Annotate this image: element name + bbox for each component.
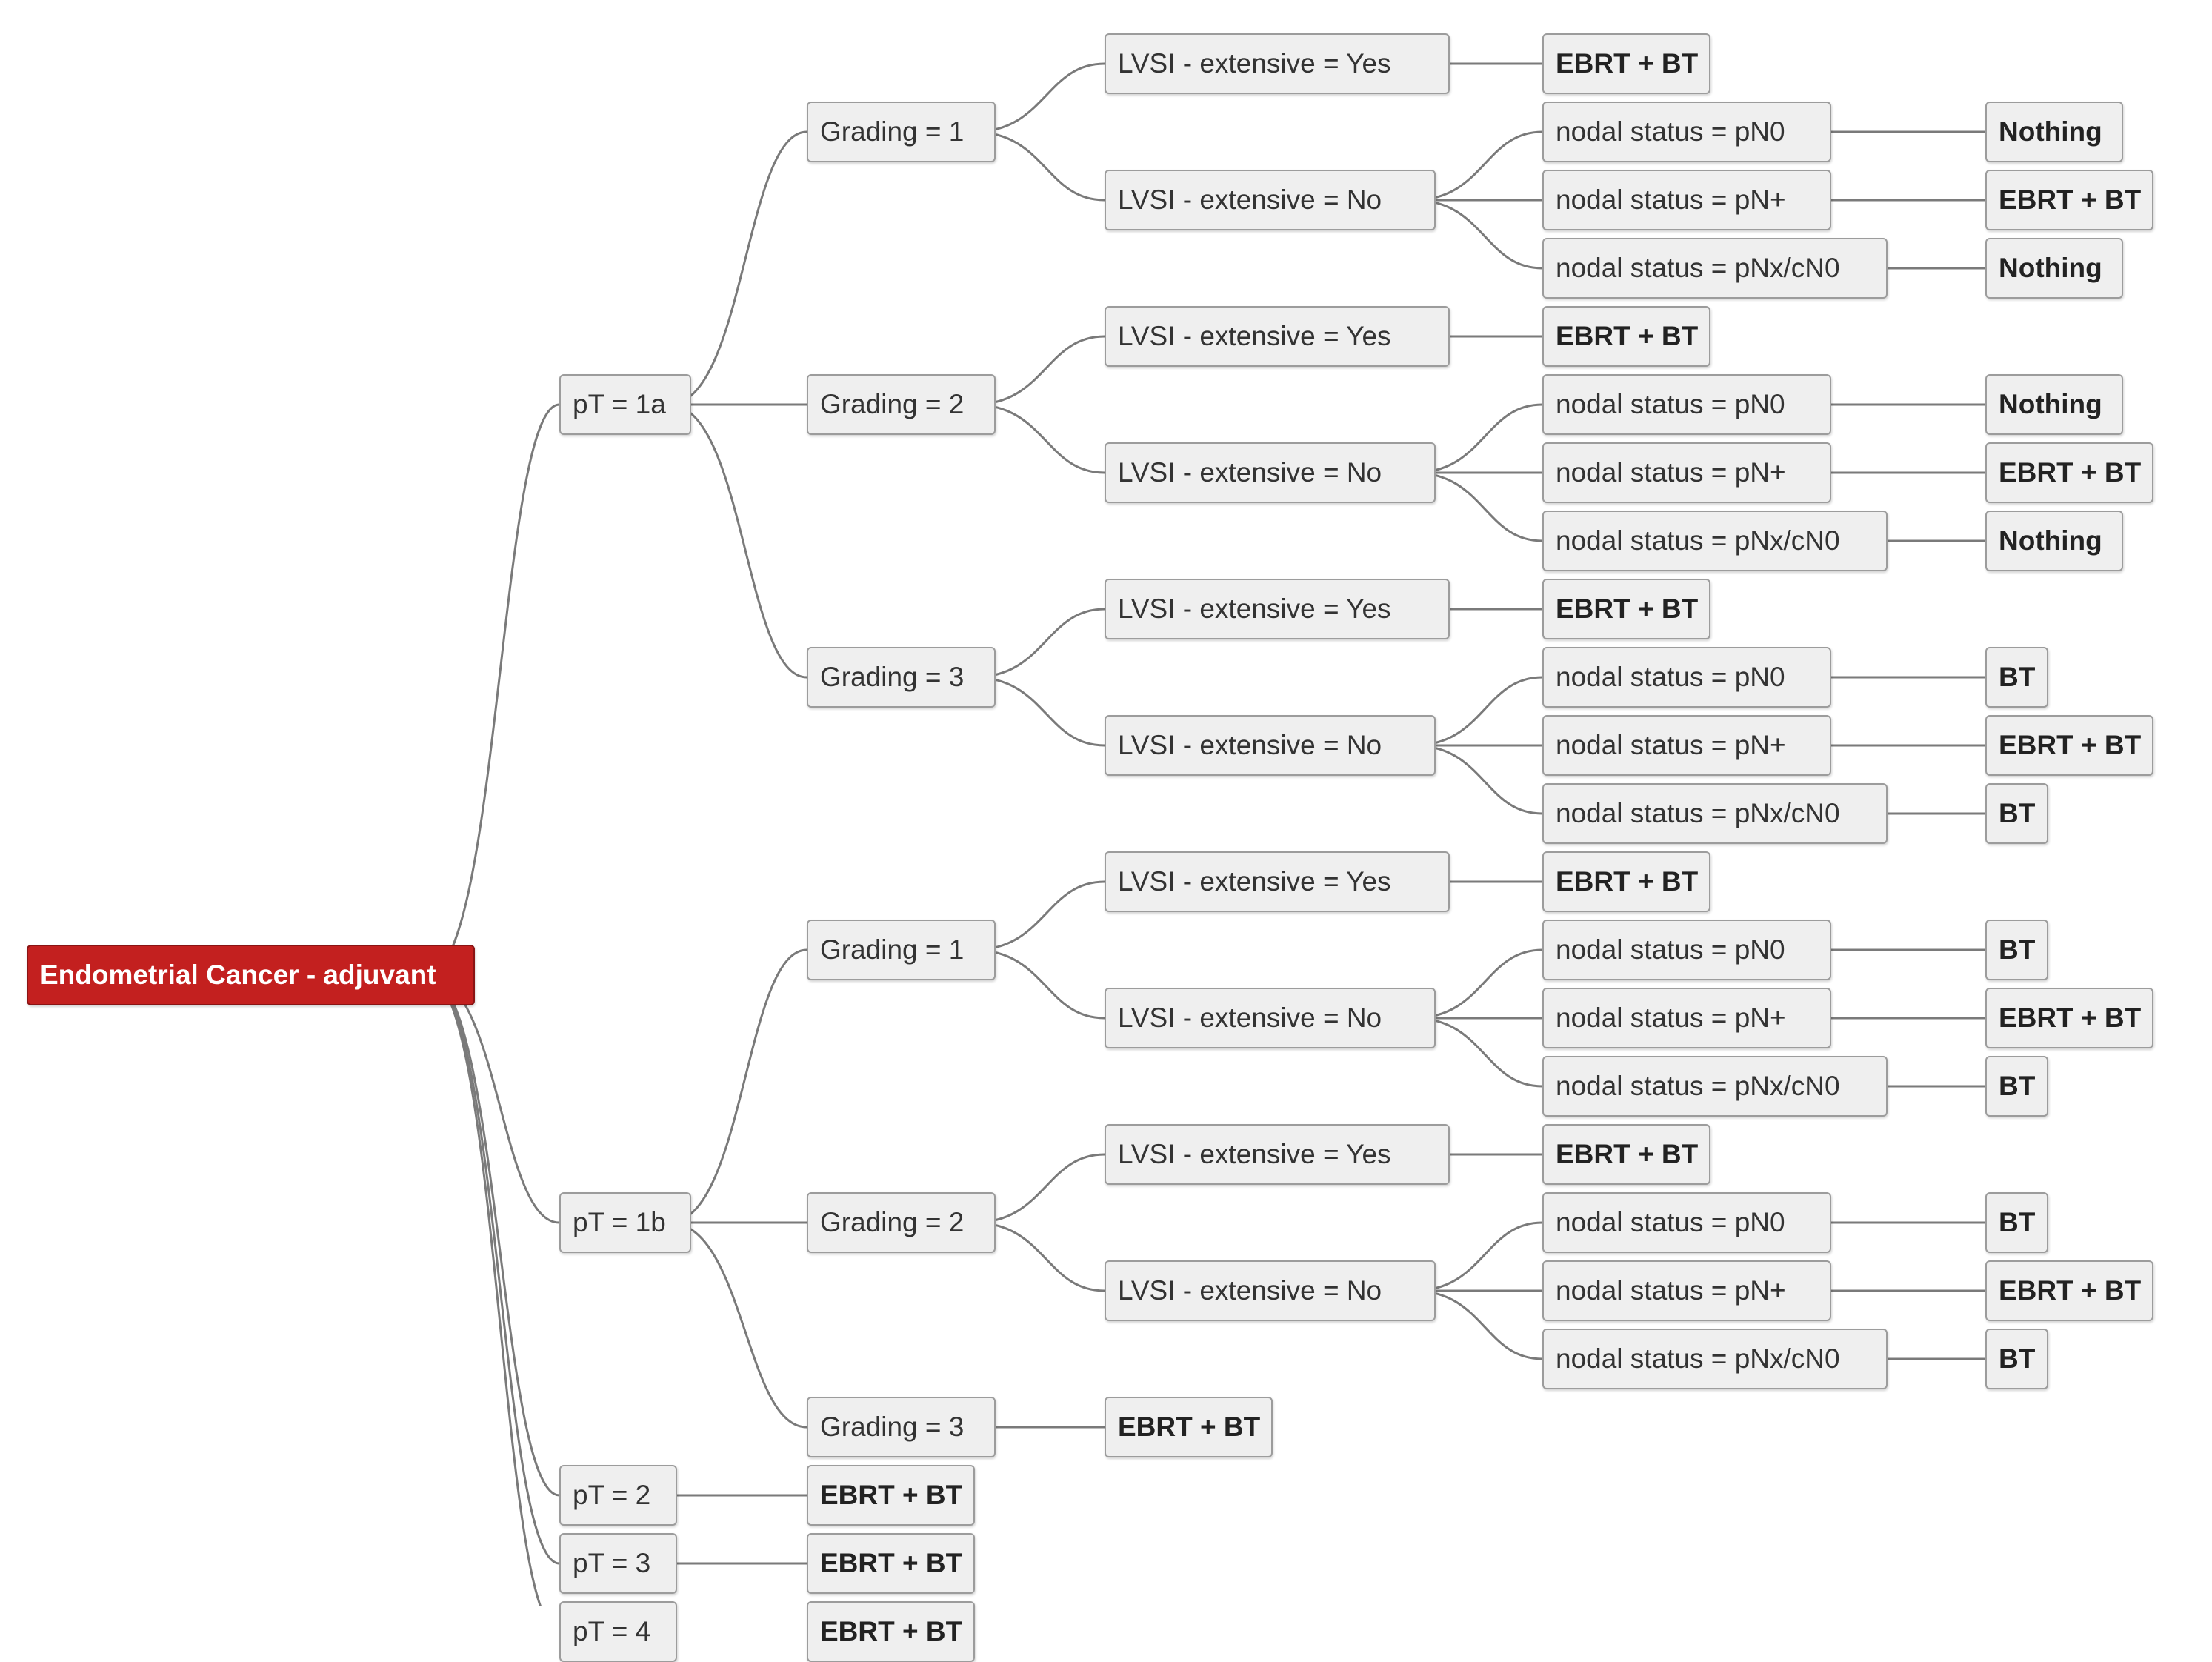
tree-edge: [973, 880, 1105, 951]
criterion-node-grading-2: Grading = 2: [807, 1192, 996, 1253]
tree-edge: [1413, 948, 1543, 1020]
result-node-ebrt-bt: EBRT + BT: [1985, 988, 2153, 1048]
tree-edge: [973, 948, 1105, 1020]
result-node-ebrt-bt: EBRT + BT: [1542, 579, 1710, 639]
tree-edge: [1413, 1221, 1543, 1292]
tree-edge: [668, 1221, 807, 1429]
result-node-bt: BT: [1985, 1056, 2048, 1117]
tree-edge: [668, 403, 807, 679]
tree-edge: [1413, 744, 1543, 815]
criterion-node-lvsi-extensive-yes: LVSI - extensive = Yes: [1105, 851, 1450, 912]
criterion-node-pt-2: pT = 2: [559, 1465, 677, 1526]
criterion-node-nodal-status-pn: nodal status = pN+: [1542, 1260, 1831, 1321]
decision-tree-canvas: Endometrial Cancer - adjuvant pT = 1a Grad…: [27, 33, 2153, 1662]
tree-edge: [973, 335, 1105, 406]
criterion-node-grading-1: Grading = 1: [807, 102, 996, 162]
tree-edge: [426, 403, 560, 977]
tree-edge: [668, 130, 807, 406]
criterion-node-pt-3: pT = 3: [559, 1533, 677, 1594]
criterion-node-nodal-status-pn0: nodal status = pN0: [1542, 1192, 1831, 1253]
criterion-node-pt-1b: pT = 1b: [559, 1192, 691, 1253]
criterion-node-nodal-status-pn0: nodal status = pN0: [1542, 647, 1831, 708]
criterion-node-lvsi-extensive-yes: LVSI - extensive = Yes: [1105, 579, 1450, 639]
result-node-ebrt-bt: EBRT + BT: [1542, 33, 1710, 94]
result-node-nothing: Nothing: [1985, 374, 2123, 435]
result-node-nothing: Nothing: [1985, 102, 2123, 162]
tree-edge: [426, 974, 542, 1606]
tree-edge: [973, 1153, 1105, 1224]
result-node-ebrt-bt: EBRT + BT: [1985, 170, 2153, 230]
tree-nodes: Endometrial Cancer - adjuvant pT = 1a Grad…: [27, 33, 2153, 1662]
result-node-ebrt-bt: EBRT + BT: [807, 1533, 975, 1594]
result-node-nothing: Nothing: [1985, 238, 2123, 299]
tree-edge: [668, 948, 807, 1224]
criterion-node-nodal-status-pnx-cn0: nodal status = pNx/cN0: [1542, 238, 1888, 299]
tree-edge: [973, 676, 1105, 747]
criterion-node-grading-3: Grading = 3: [807, 1397, 996, 1457]
result-node-ebrt-bt: EBRT + BT: [1542, 1124, 1710, 1185]
tree-edges: [426, 62, 1986, 1606]
result-node-ebrt-bt: EBRT + BT: [807, 1601, 975, 1662]
tree-edge: [973, 403, 1105, 474]
criterion-node-lvsi-extensive-yes: LVSI - extensive = Yes: [1105, 1124, 1450, 1185]
tree-edge: [1413, 1017, 1543, 1088]
criterion-node-lvsi-extensive-no: LVSI - extensive = No: [1105, 715, 1436, 776]
result-node-nothing: Nothing: [1985, 511, 2123, 571]
tree-edge: [973, 608, 1105, 679]
criterion-node-nodal-status-pn0: nodal status = pN0: [1542, 920, 1831, 980]
result-node-ebrt-bt: EBRT + BT: [1985, 442, 2153, 503]
result-node-ebrt-bt: EBRT + BT: [1985, 1260, 2153, 1321]
criterion-node-lvsi-extensive-no: LVSI - extensive = No: [1105, 1260, 1436, 1321]
criterion-node-lvsi-extensive-no: LVSI - extensive = No: [1105, 442, 1436, 503]
tree-edge: [1413, 403, 1543, 474]
criterion-node-nodal-status-pn: nodal status = pN+: [1542, 170, 1831, 230]
criterion-node-nodal-status-pn0: nodal status = pN0: [1542, 102, 1831, 162]
tree-edge: [973, 130, 1105, 202]
criterion-node-nodal-status-pnx-cn0: nodal status = pNx/cN0: [1542, 511, 1888, 571]
criterion-node-grading-3: Grading = 3: [807, 647, 996, 708]
result-node-ebrt-bt: EBRT + BT: [1985, 715, 2153, 776]
result-node-ebrt-bt: EBRT + BT: [1542, 851, 1710, 912]
tree-edge: [973, 1221, 1105, 1292]
tree-edge: [1413, 1289, 1543, 1360]
criterion-node-lvsi-extensive-yes: LVSI - extensive = Yes: [1105, 306, 1450, 367]
criterion-node-lvsi-extensive-no: LVSI - extensive = No: [1105, 170, 1436, 230]
result-node-ebrt-bt: EBRT + BT: [1542, 306, 1710, 367]
criterion-node-nodal-status-pnx-cn0: nodal status = pNx/cN0: [1542, 1329, 1888, 1389]
criterion-node-lvsi-extensive-yes: LVSI - extensive = Yes: [1105, 33, 1450, 94]
root-node: Endometrial Cancer - adjuvant: [27, 945, 475, 1005]
criterion-node-grading-1: Grading = 1: [807, 920, 996, 980]
criterion-node-nodal-status-pn0: nodal status = pN0: [1542, 374, 1831, 435]
criterion-node-pt-1a: pT = 1a: [559, 374, 691, 435]
tree-edge: [1413, 199, 1543, 270]
result-node-bt: BT: [1985, 783, 2048, 844]
result-node-ebrt-bt: EBRT + BT: [807, 1465, 975, 1526]
criterion-node-nodal-status-pnx-cn0: nodal status = pNx/cN0: [1542, 783, 1888, 844]
criterion-node-nodal-status-pn: nodal status = pN+: [1542, 715, 1831, 776]
result-node-bt: BT: [1985, 920, 2048, 980]
criterion-node-lvsi-extensive-no: LVSI - extensive = No: [1105, 988, 1436, 1048]
tree-edge: [1413, 676, 1543, 747]
result-node-bt: BT: [1985, 647, 2048, 708]
criterion-node-grading-2: Grading = 2: [807, 374, 996, 435]
result-node-bt: BT: [1985, 1192, 2048, 1253]
criterion-node-nodal-status-pnx-cn0: nodal status = pNx/cN0: [1542, 1056, 1888, 1117]
criterion-node-nodal-status-pn: nodal status = pN+: [1542, 442, 1831, 503]
result-node-bt: BT: [1985, 1329, 2048, 1389]
tree-edge: [973, 62, 1105, 133]
tree-edge: [1413, 130, 1543, 202]
result-node-ebrt-bt: EBRT + BT: [1105, 1397, 1273, 1457]
tree-edge: [1413, 471, 1543, 542]
criterion-node-pt-4: pT = 4: [559, 1601, 677, 1662]
tree-edge: [426, 974, 560, 1565]
criterion-node-nodal-status-pn: nodal status = pN+: [1542, 988, 1831, 1048]
